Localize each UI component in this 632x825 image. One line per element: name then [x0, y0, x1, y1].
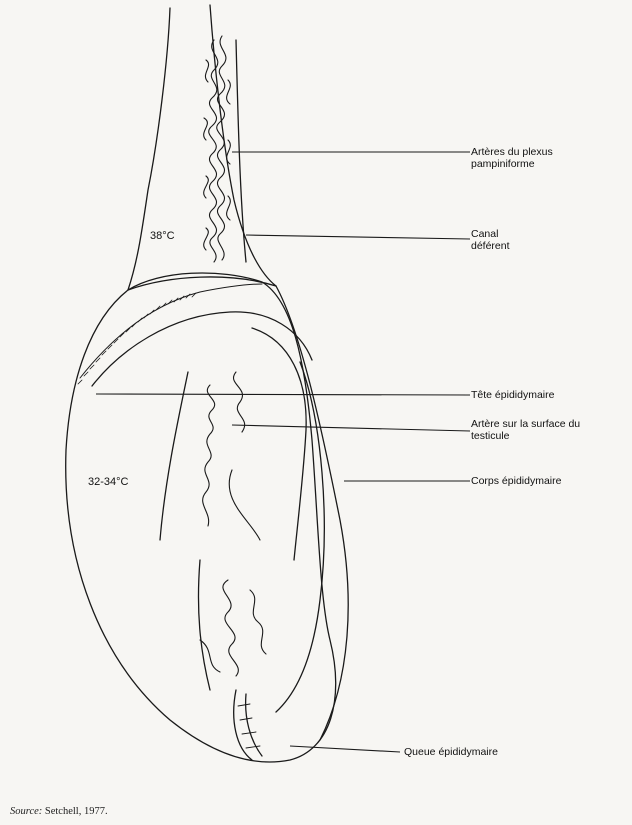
- source-prefix: Source:: [10, 806, 42, 817]
- spermatic-cord-outline: [128, 8, 170, 290]
- vas-deferens: [236, 40, 246, 262]
- leader-queue-epididymaire: [290, 746, 400, 752]
- label-tete-epididymaire: Tête épididymaire: [471, 389, 554, 401]
- temperature-label-testis: 32-34°C: [88, 476, 128, 488]
- leader-canal-deferent: [246, 235, 470, 239]
- source-text: Setchell, 1977.: [42, 806, 107, 817]
- hatched-band: [80, 284, 262, 378]
- epididymis-tail: [234, 690, 262, 760]
- leader-tete-epididymaire: [96, 394, 470, 395]
- source-citation: Source: Setchell, 1977.: [10, 806, 108, 817]
- label-arteres-plexus: Artères du plexus pampiniforme: [471, 146, 553, 170]
- temperature-label-cord: 38°C: [150, 230, 175, 242]
- pampiniform-plexus: [204, 36, 231, 262]
- inner-testis-curve: [160, 372, 188, 540]
- leader-artere-surface: [232, 425, 470, 431]
- label-artere-surface: Artère sur la surface du testicule: [471, 418, 580, 442]
- epididymis-head: [92, 312, 312, 386]
- testis-outline: [66, 273, 336, 762]
- label-canal-deferent: Canal déférent: [471, 228, 510, 252]
- label-queue-epididymaire: Queue épididymaire: [404, 746, 498, 758]
- label-corps-epididymaire: Corps épididymaire: [471, 475, 561, 487]
- surface-artery: [200, 372, 266, 676]
